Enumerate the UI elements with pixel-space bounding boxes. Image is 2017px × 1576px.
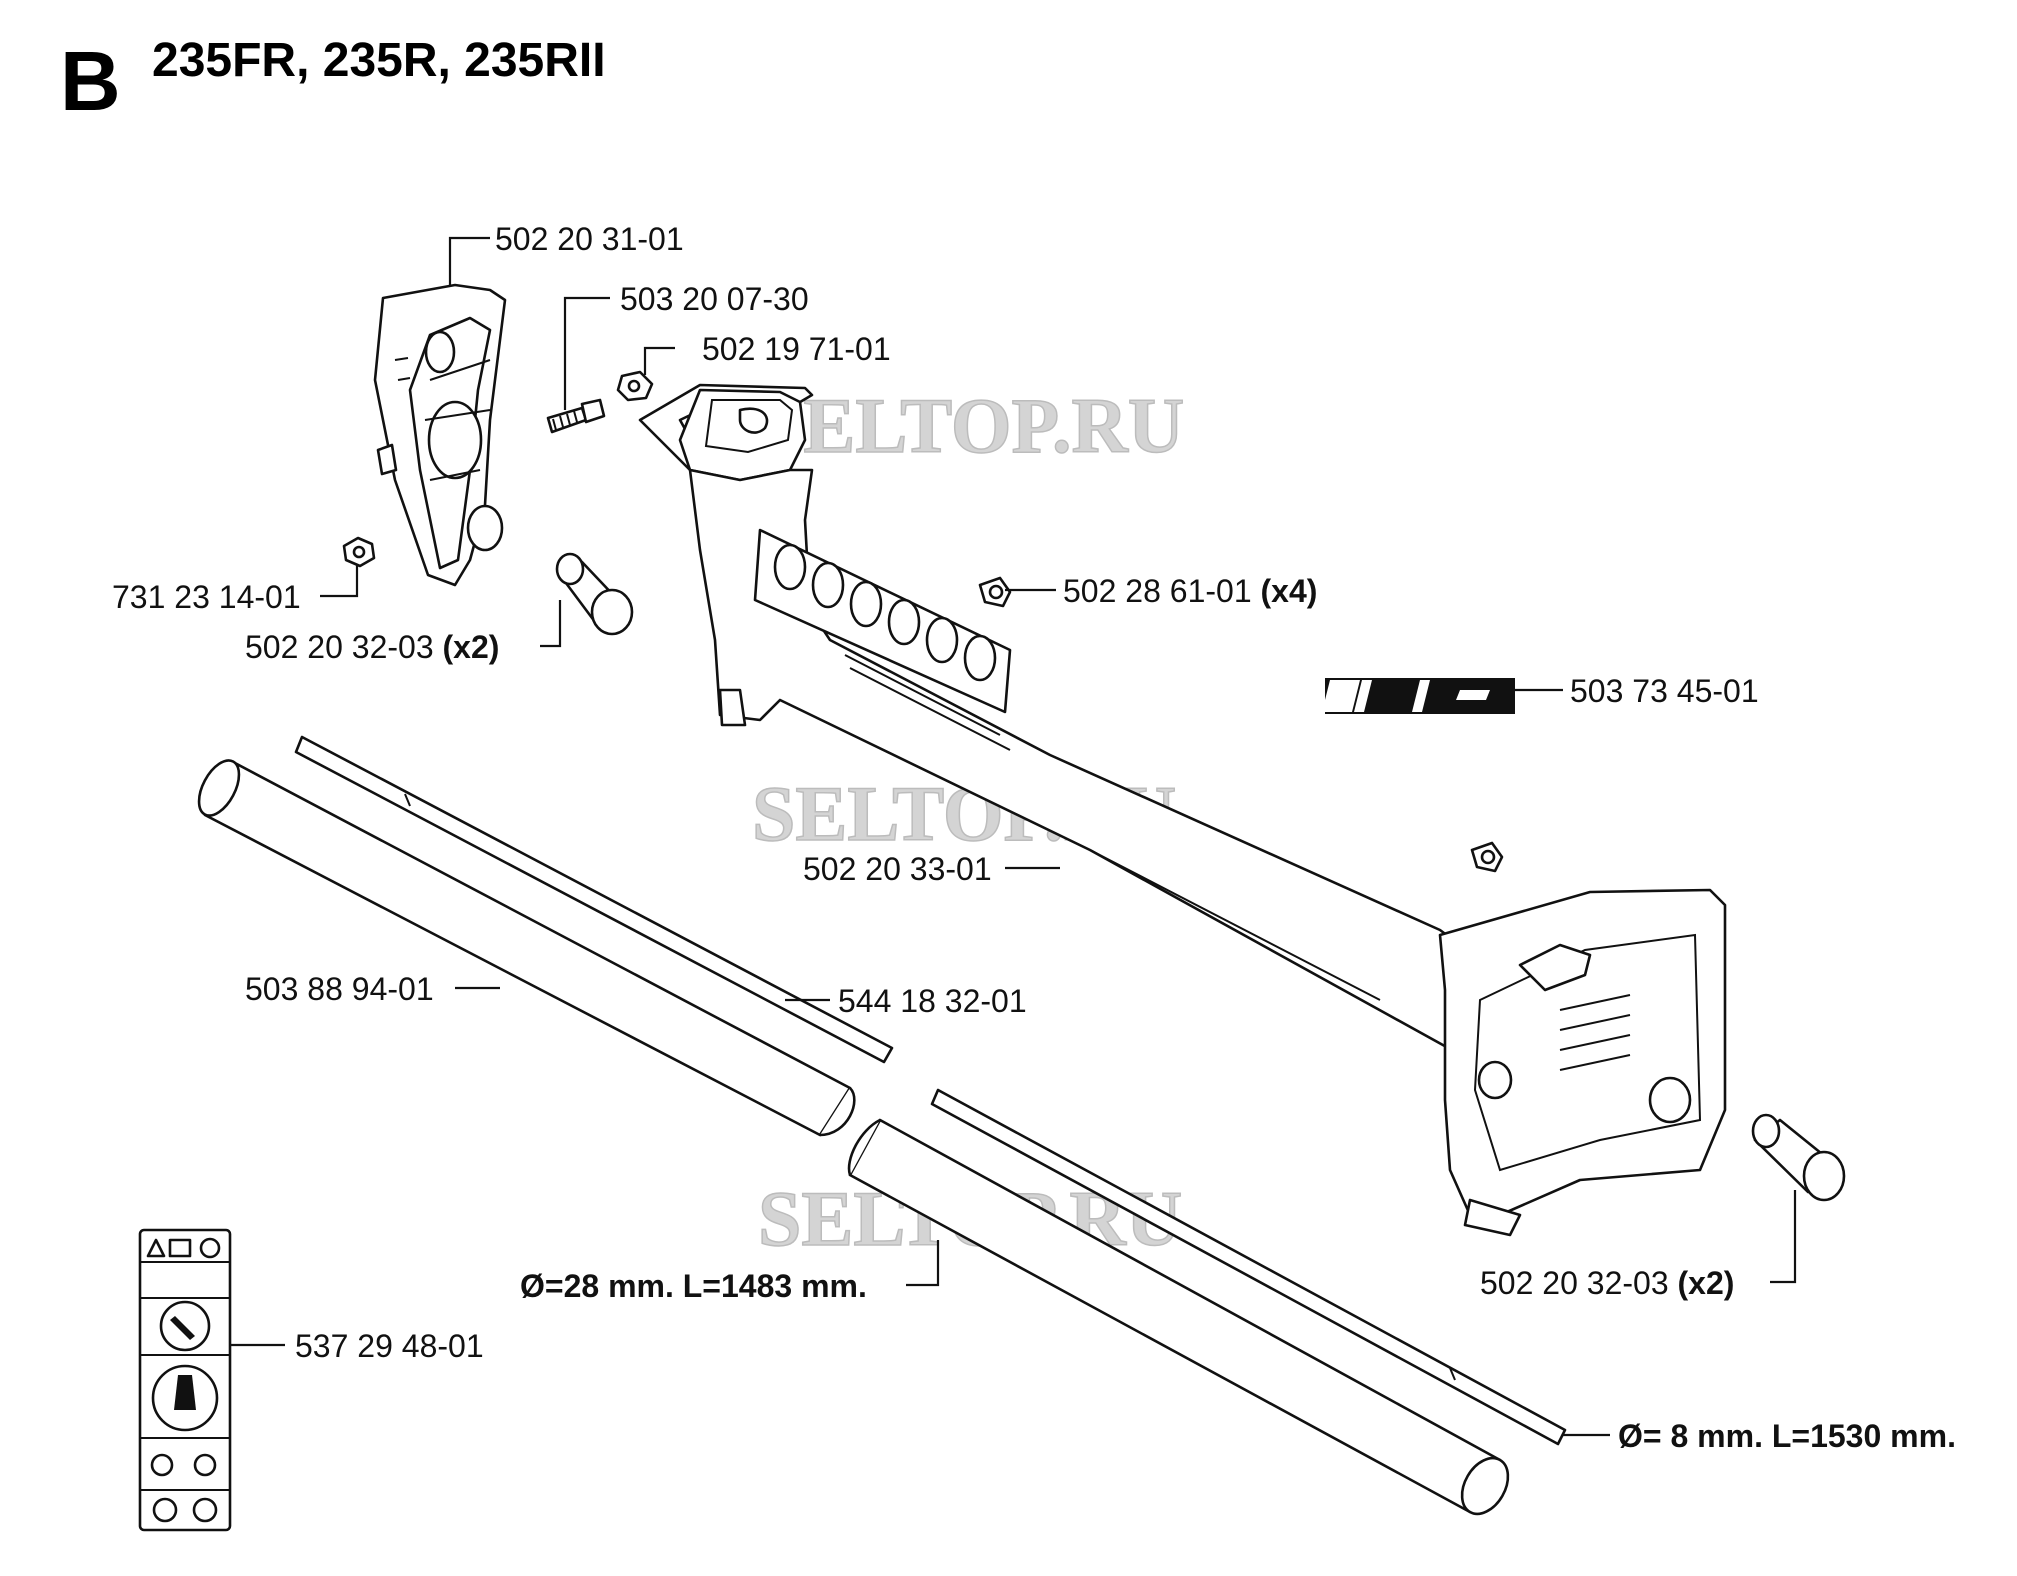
part-label: 502 20 32-03 (x2) (245, 629, 499, 665)
rubber-grip-part (555, 552, 634, 636)
drive-tube-part (197, 759, 1510, 1516)
safety-label-part (138, 1228, 232, 1532)
screw-part (546, 398, 606, 434)
tube-dimension-label: Ø=28 mm. L=1483 mm. (520, 1268, 867, 1304)
handle-bracket-part (373, 283, 507, 587)
leader-lines (230, 236, 1797, 1437)
part-label: 503 20 07-30 (620, 281, 809, 317)
section-letter: B (60, 34, 121, 128)
part-label: 537 29 48-01 (295, 1328, 484, 1364)
part-label: 503 73 45-01 (1570, 673, 1759, 709)
square-nut-part (616, 370, 654, 402)
clip-part (1470, 841, 1504, 873)
rubber-grip-part (1751, 1113, 1846, 1202)
part-label: 502 20 32-03 (x2) (1480, 1265, 1734, 1301)
part-label: 502 20 33-01 (803, 851, 992, 887)
clip-part (978, 576, 1012, 608)
watermark: SELTOP.RU (760, 382, 1184, 469)
part-label: 502 20 31-01 (495, 221, 684, 257)
main-handle-part (638, 383, 1727, 1237)
part-label: 731 23 14-01 (112, 579, 301, 615)
part-label: 502 28 61-01 (x4) (1063, 573, 1317, 609)
low-vib-decal (1322, 678, 1515, 714)
shaft-dimension-label: Ø= 8 mm. L=1530 mm. (1618, 1418, 1956, 1454)
drive-shaft-part (294, 735, 1567, 1446)
part-label: 503 88 94-01 (245, 971, 434, 1007)
page-title: 235FR, 235R, 235RII (152, 34, 606, 87)
hex-nut-part (342, 536, 376, 568)
part-label: 502 19 71-01 (702, 331, 891, 367)
part-label: 544 18 32-01 (838, 983, 1027, 1019)
